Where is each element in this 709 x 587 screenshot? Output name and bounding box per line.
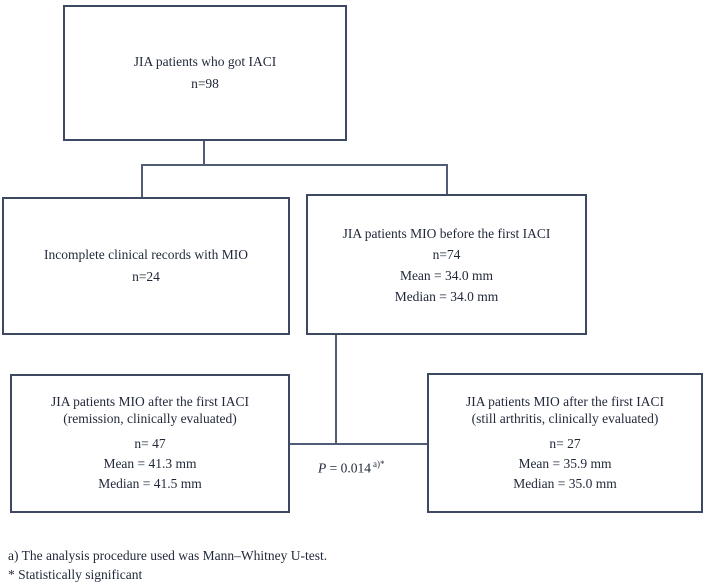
connector-branch-horizontal <box>141 164 448 166</box>
box-mean: Mean = 41.3 mm <box>103 456 197 471</box>
box-mio-after-remission: JIA patients MIO after the first IACI (r… <box>10 374 290 513</box>
footnote-significance: * Statistically significant <box>8 567 143 582</box>
box-count: n=24 <box>132 269 160 284</box>
footnote-mann-whitney: a) The analysis procedure used was Mann–… <box>8 548 328 563</box>
box-line: Incomplete clinical records with MIO <box>44 247 248 262</box>
box-median: Median = 34.0 mm <box>394 288 499 304</box>
connector-branch-left <box>141 164 143 197</box>
connector-bottom-horizontal <box>290 443 427 445</box>
p-symbol: P <box>318 460 327 476</box>
box-subtitle: (still arthritis, clinically evaluated) <box>471 410 659 426</box>
p-superscript-note: a)* <box>373 459 385 469</box>
box-mio-after-arthritis: JIA patients MIO after the first IACI (s… <box>427 373 703 513</box>
box-mean: Mean = 35.9 mm <box>518 455 612 471</box>
p-value: = 0.014 <box>329 460 371 476</box>
connector-branch-right <box>446 164 448 194</box>
box-mean: Mean = 34.0 mm <box>399 267 494 283</box>
connector-top-stem <box>203 141 205 166</box>
box-count: n=98 <box>191 76 219 91</box>
box-count: n= 47 <box>134 436 166 451</box>
box-subtitle: (remission, clinically evaluated) <box>63 411 237 426</box>
box-median: Median = 41.5 mm <box>98 476 202 491</box>
box-count: n=74 <box>432 246 461 262</box>
box-line: JIA patients MIO after the first IACI <box>466 393 664 409</box>
box-count: n= 27 <box>549 435 581 451</box>
box-jia-iaci-total: JIA patients who got IACI n=98 <box>63 5 347 141</box>
box-line: JIA patients who got IACI <box>133 54 277 69</box>
box-line: JIA patients MIO after the first IACI <box>51 394 249 409</box>
box-mio-before-iaci: JIA patients MIO before the first IACI n… <box>306 194 587 335</box>
footnotes: a) The analysis procedure used was Mann–… <box>8 546 327 584</box>
box-median: Median = 35.0 mm <box>513 475 617 491</box>
box-line: JIA patients MIO before the first IACI <box>342 225 551 241</box>
connector-before-to-after <box>335 335 337 445</box>
box-incomplete-records: Incomplete clinical records with MIO n=2… <box>2 197 290 335</box>
